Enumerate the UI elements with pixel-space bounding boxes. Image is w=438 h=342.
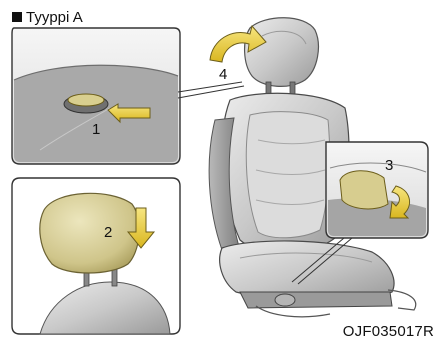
step-number-3: 3 — [385, 157, 393, 174]
inset-panel-release-button — [12, 28, 244, 164]
figure-title-text: Tyyppi A — [26, 9, 83, 26]
step-number-1: 1 — [92, 121, 100, 138]
step-number-2: 2 — [104, 224, 112, 241]
square-bullet-icon — [12, 12, 22, 22]
inset-panel-headrest-down — [12, 178, 180, 334]
figure-title: Tyyppi A — [12, 8, 83, 26]
headrest-beige — [40, 193, 139, 273]
figure-reference-code: OJF035017R — [343, 323, 434, 340]
step-number-4: 4 — [219, 66, 227, 83]
